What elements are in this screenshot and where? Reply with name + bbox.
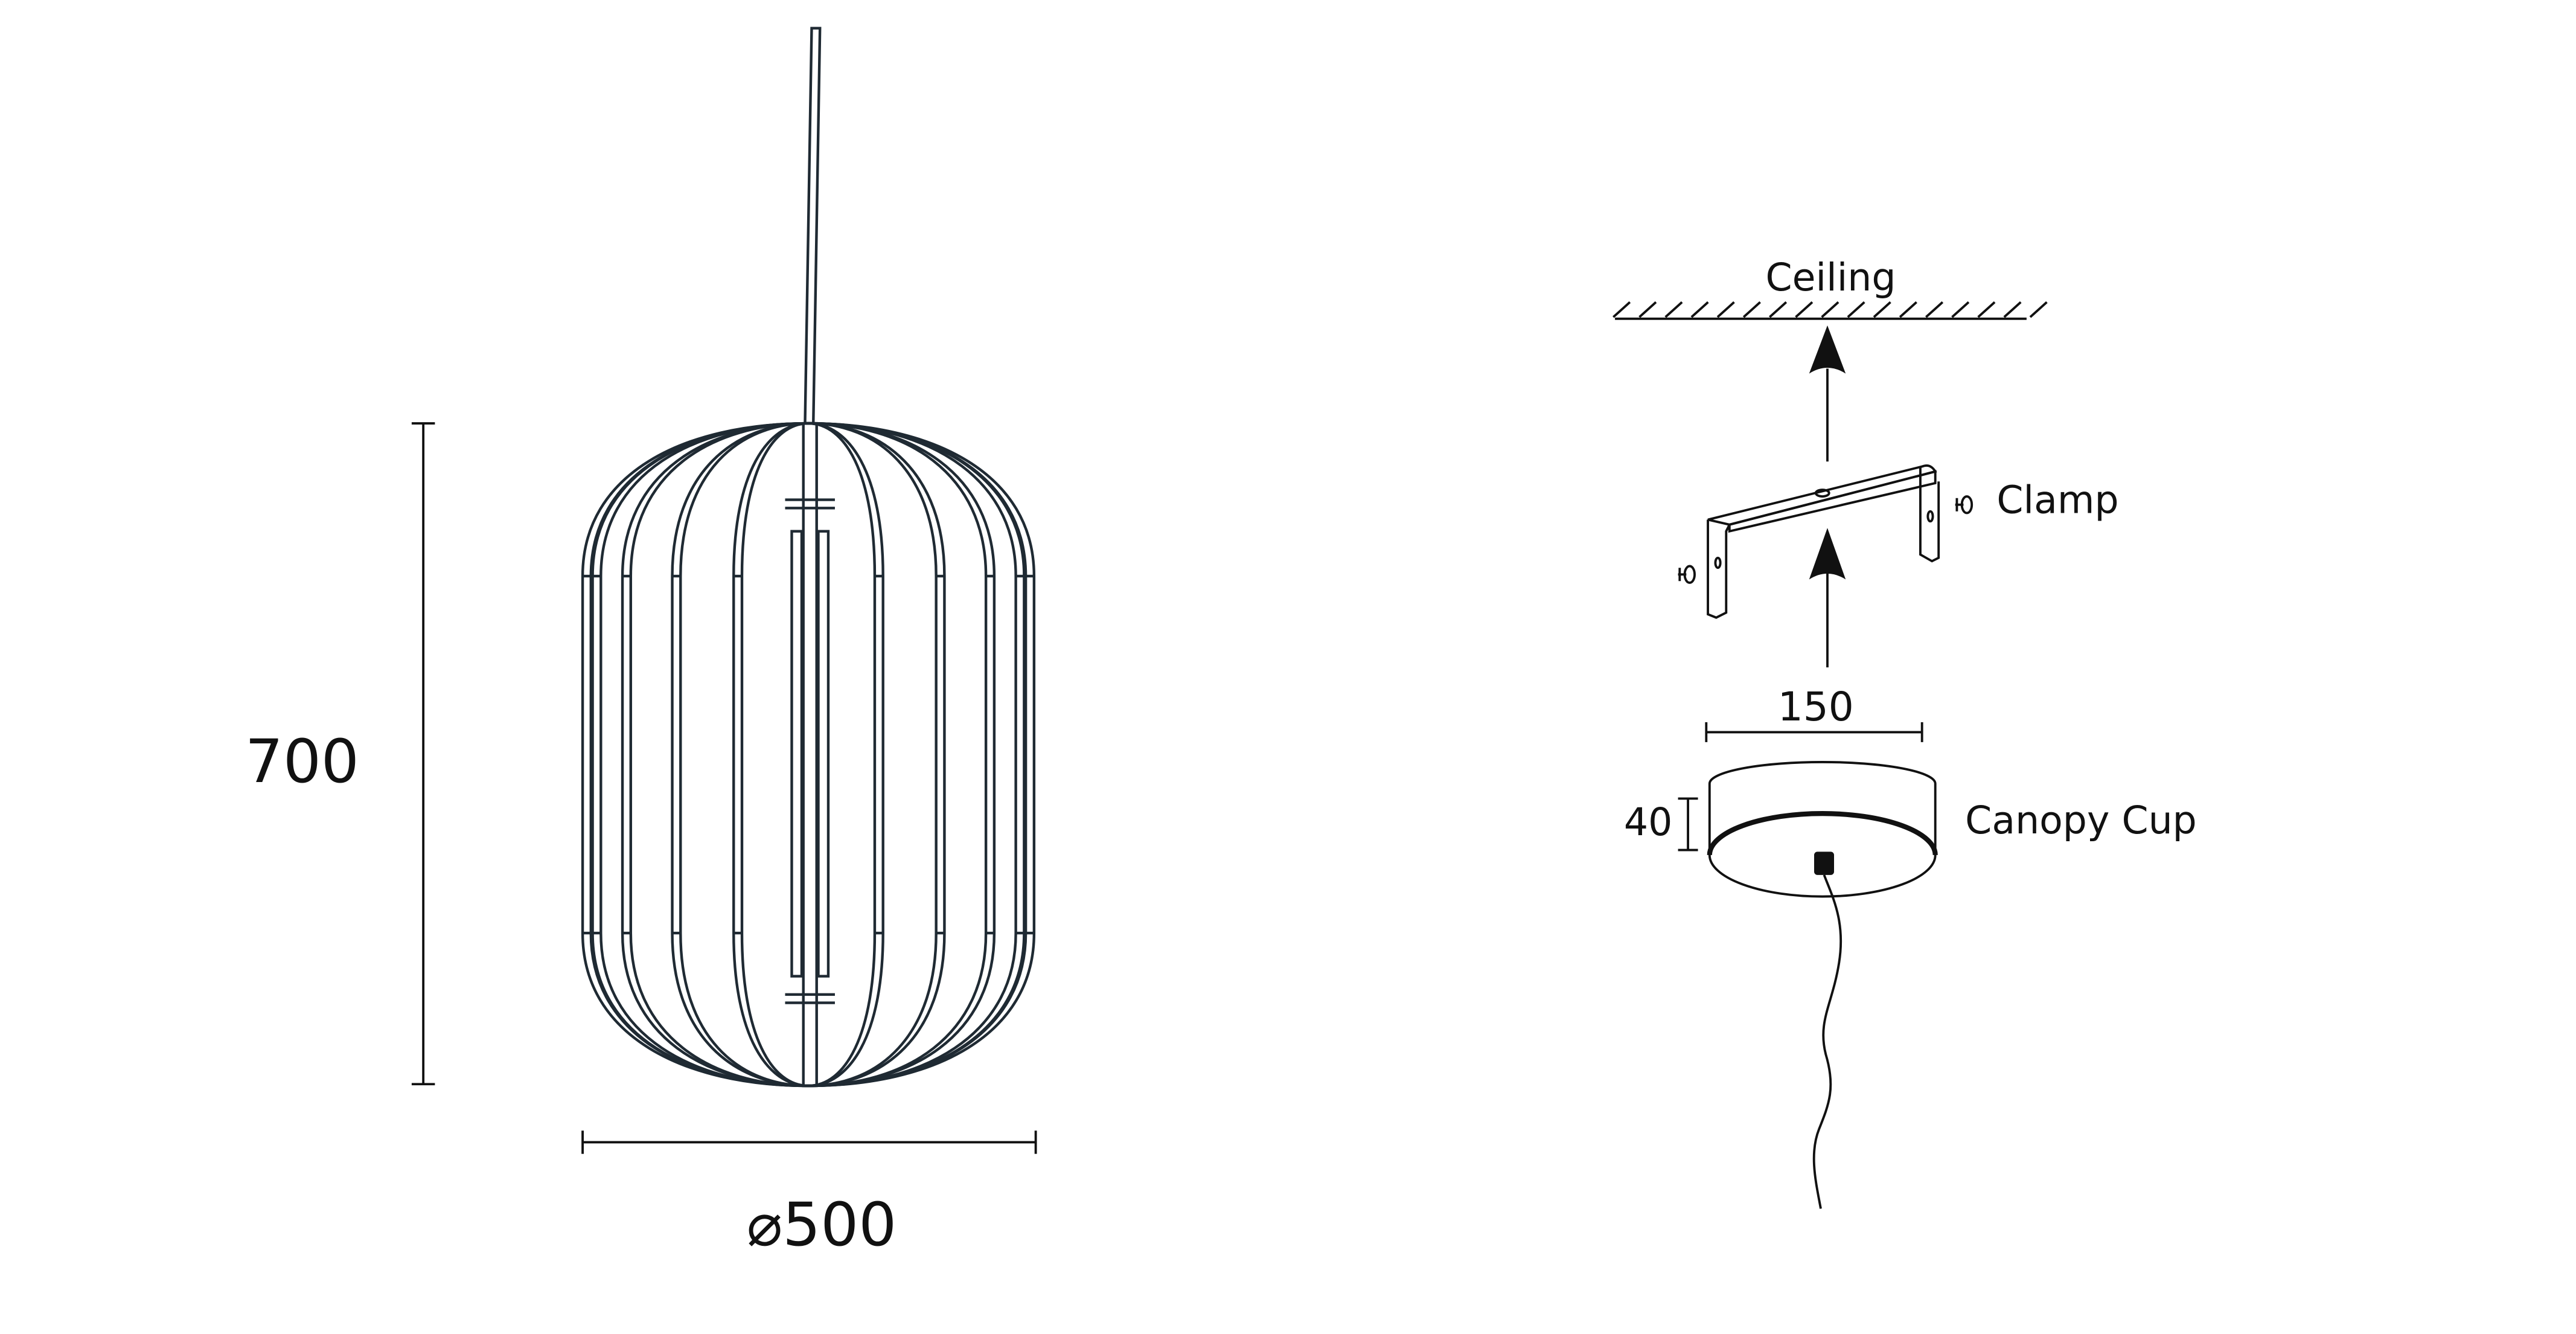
ceiling-label: Ceiling [1766, 255, 1896, 300]
lamp-rib [808, 422, 946, 1088]
hatch-mark [1951, 301, 1970, 318]
hatch-mark [1664, 301, 1683, 318]
suspension-rod [804, 27, 822, 425]
hatch-mark [1742, 301, 1761, 318]
center-spine [785, 422, 835, 1088]
lamp-rib [591, 422, 808, 1088]
lamp-rib [808, 422, 938, 1088]
lamp-rib [599, 422, 808, 1088]
lamp-rib [740, 422, 808, 1088]
hatch-mark [2029, 301, 2048, 318]
lamp-rib [808, 422, 996, 1088]
lamp-rib [621, 422, 808, 1088]
hatch-mark [1638, 301, 1657, 318]
canopy-label: Canopy Cup [1965, 798, 2197, 842]
lamp-rib [808, 422, 1026, 1088]
lamp-ribs [581, 422, 1036, 1088]
lamp-rib [629, 422, 808, 1088]
hatch-mark [1925, 301, 1944, 318]
screw-icon [1678, 565, 1696, 584]
hatch-mark [1977, 301, 1996, 318]
lamp-rib [808, 422, 988, 1088]
cord-grip [1814, 851, 1834, 875]
lamp-rib [671, 422, 808, 1088]
lamp-rib [808, 422, 1017, 1088]
lamp-rib [808, 422, 877, 1088]
hatch-mark [1795, 301, 1814, 318]
pendant-lamp [581, 27, 1036, 1088]
lamp-rib [808, 422, 1036, 1088]
clamp-label: Clamp [1996, 478, 2118, 522]
height-dimension: 700 [245, 422, 435, 1086]
lamp-rib [732, 422, 808, 1088]
ceiling-hatch [1612, 301, 2048, 318]
hatch-mark [1690, 301, 1709, 318]
ceiling: Ceiling [1612, 255, 2048, 320]
lamp-rib [808, 422, 884, 1088]
hatch-mark [1612, 301, 1631, 318]
hatch-mark [1847, 301, 1865, 318]
hatch-mark [1899, 301, 1917, 318]
clamp-bracket: Clamp [1678, 464, 2119, 619]
height-label: 700 [245, 727, 359, 797]
screw-icon [1955, 495, 1974, 515]
canopy-width-label: 150 [1778, 684, 1854, 730]
canopy-height-dimension: 40 [1624, 797, 1698, 851]
lamp-rib [679, 422, 808, 1088]
hatch-mark [1769, 301, 1788, 318]
canopy-cup: Canopy Cup [1707, 760, 2197, 1209]
power-cord [1812, 874, 1843, 1209]
diameter-label: ⌀500 [747, 1190, 897, 1260]
hatch-mark [1716, 301, 1735, 318]
canopy-height-label: 40 [1624, 800, 1672, 844]
arrow-up-icon [1809, 325, 1846, 462]
hatch-mark [2003, 301, 2022, 318]
hatch-mark [1821, 301, 1839, 318]
hatch-mark [1873, 301, 1891, 318]
diameter-dimension: ⌀500 [581, 1130, 1037, 1260]
arrow-up-icon [1809, 528, 1846, 668]
canopy-width-dimension: 150 [1705, 684, 1923, 742]
lamp-rib [581, 422, 808, 1088]
